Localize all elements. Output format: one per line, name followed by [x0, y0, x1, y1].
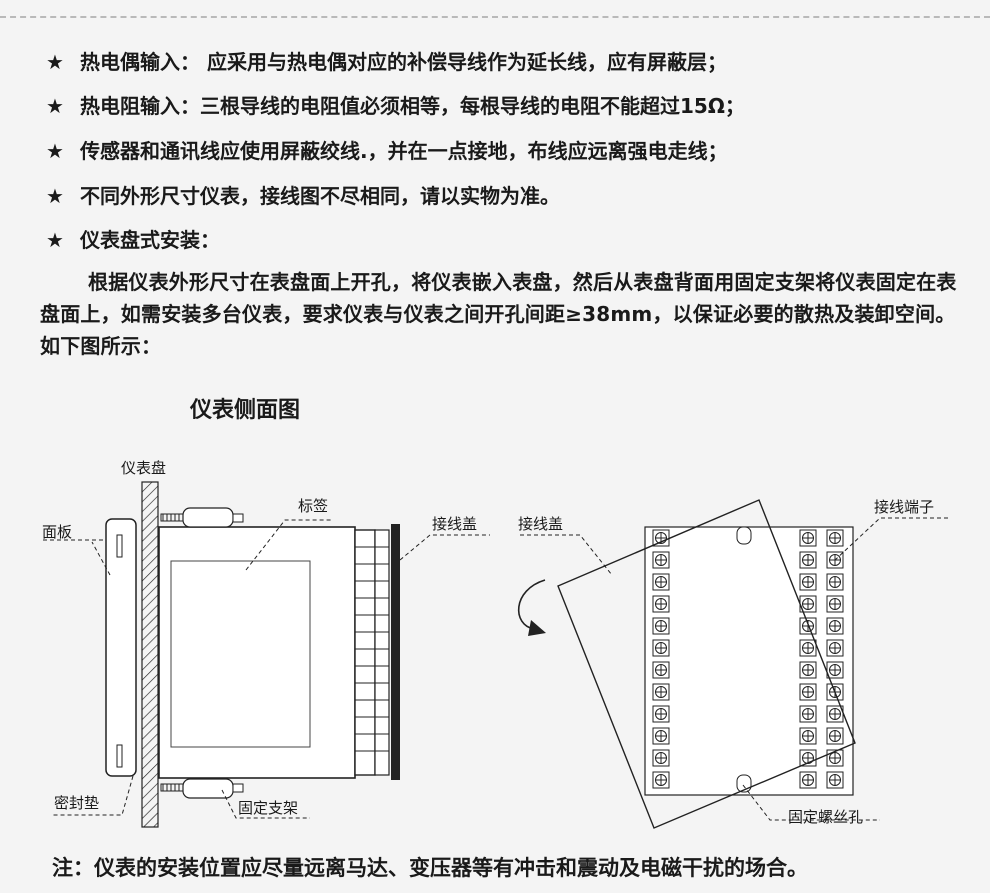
- terminal-block-side: [354, 524, 400, 780]
- label-panel-board: 仪表盘: [121, 459, 167, 477]
- install-paragraph: 根据仪表外形尺寸在表盘面上开孔，将仪表嵌入表盘，然后从表盘背面用固定支架将仪表固…: [40, 266, 970, 362]
- bullet-shielded-wire: ★ 传感器和通讯线应使用屏蔽绞线.，并在一点接地，布线应远离强电走线；: [46, 135, 728, 164]
- figure-title: 仪表侧面图: [190, 397, 301, 423]
- bullet-wiring-varies: ★ 不同外形尺寸仪表，接线图不尽相同，请以实物为准。: [46, 180, 560, 209]
- star-icon: ★: [46, 139, 64, 163]
- back-view: [518, 499, 948, 829]
- star-icon: ★: [46, 94, 64, 118]
- instrument-back: [644, 526, 854, 796]
- label-sticker: [170, 560, 311, 748]
- rotate-arrow-icon: [518, 579, 546, 630]
- bullet-thermocouple: ★ 热电偶输入： 应采用与热电偶对应的补偿导线作为延长线，应有屏蔽层；: [46, 46, 727, 75]
- label-sticker-text: 标签: [298, 497, 329, 515]
- label-terminal: 接线端子: [874, 498, 935, 516]
- bullet-panel-mount: ★ 仪表盘式安装：: [46, 224, 220, 253]
- terminal-cover-side: [391, 524, 400, 780]
- installation-note: 注：仪表的安装位置应尽量远离马达、变压器等有冲击和震动及电磁干扰的场合。: [52, 856, 808, 880]
- star-icon: ★: [46, 50, 64, 74]
- label-terminal-cover-left: 接线盖: [432, 515, 478, 533]
- front-face-panel: [105, 518, 137, 777]
- bullet-text: 热电阻输入：三根导线的电阻值必须相等，每根导线的电阻不能超过15Ω；: [80, 94, 745, 118]
- bullet-text: 传感器和通讯线应使用屏蔽绞线.，并在一点接地，布线应远离强电走线；: [80, 139, 728, 163]
- star-icon: ★: [46, 184, 64, 208]
- label-terminal-cover-right: 接线盖: [518, 515, 564, 533]
- bullet-text: 不同外形尺寸仪表，接线图不尽相同，请以实物为准。: [80, 184, 560, 208]
- panel-board-hatch: [141, 481, 159, 828]
- label-bracket: 固定支架: [238, 799, 299, 817]
- paragraph-text: 根据仪表外形尺寸在表盘面上开孔，将仪表嵌入表盘，然后从表盘背面用固定支架将仪表固…: [40, 270, 957, 358]
- label-face-panel: 面板: [42, 523, 73, 541]
- label-screw-hole: 固定螺丝孔: [788, 808, 864, 826]
- terminal-cover-rotated: [557, 499, 856, 829]
- bullet-text: 仪表盘式安装：: [80, 228, 220, 252]
- star-icon: ★: [46, 228, 64, 252]
- side-view: [40, 481, 490, 828]
- label-gasket: 密封垫: [54, 794, 100, 812]
- bottom-bracket: [160, 778, 244, 799]
- top-bracket: [160, 507, 244, 528]
- bullet-rtd: ★ 热电阻输入：三根导线的电阻值必须相等，每根导线的电阻不能超过15Ω；: [46, 90, 745, 119]
- bullet-text: 热电偶输入： 应采用与热电偶对应的补偿导线作为延长线，应有屏蔽层；: [80, 50, 727, 74]
- top-dashed-divider: [0, 16, 990, 20]
